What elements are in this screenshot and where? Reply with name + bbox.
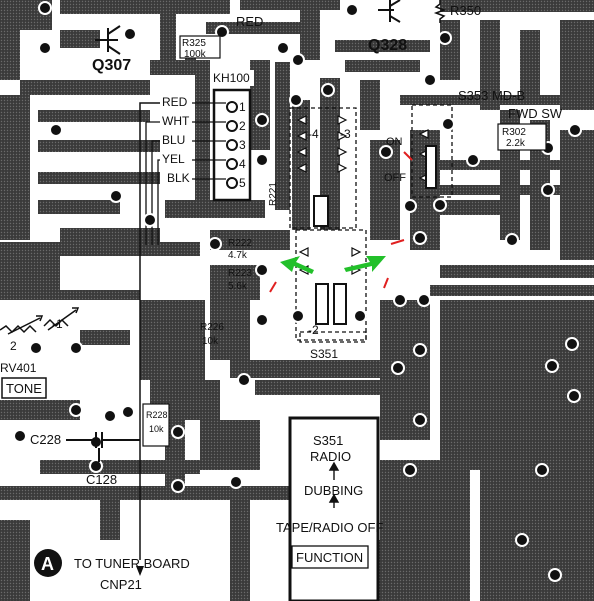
label-s351-box: S351 [313,433,343,448]
label-r223: R223 [228,268,252,279]
label-circle-a: A [41,554,54,574]
label-pin-5: 5 [239,176,246,190]
label-r222-val: 4.7k [228,250,248,261]
switch-sliders [313,145,437,325]
label-radio: RADIO [310,449,351,464]
label-wire-red: RED [162,95,188,109]
label-s353: S353 MD-B [458,88,525,103]
function-label-box [291,545,369,569]
label-rv-num: 2 [10,339,17,353]
label-r325: R325 [182,38,206,49]
label-s351-bottom: S351 [310,347,338,361]
r350-resistor [433,0,447,23]
label-r302-val: 2.2k [506,138,526,149]
label-wire-blk: BLK [167,171,190,185]
function-box-void [290,418,378,601]
label-r228: R228 [146,410,168,420]
label-r325-val: 100k [184,49,207,60]
label-pin-1: 1 [239,100,246,114]
label-to-tuner: TO TUNER BOARD [74,556,190,571]
label-kh100: KH100 [213,71,250,85]
resistor-boxes [142,35,547,447]
label-pin-3: 3 [239,138,246,152]
label-off: OFF [384,172,406,184]
label-sec2: -2 [308,323,319,337]
kh100-label-bg [212,70,254,86]
dashed-outlines [289,104,453,343]
q328-transistor [378,0,401,23]
label-wire-blu: BLU [162,133,185,147]
label-sec3: -3 [340,127,351,141]
label-pin-2: 2 [239,119,246,133]
label-q328: Q328 [368,37,407,54]
label-cnp21: CNP21 [100,577,142,592]
label-fwd-sw: FWD SW [508,106,563,121]
kh100-pin-holes [226,101,238,189]
label-r222: R222 [228,238,252,249]
label-r223-val: 5.6k [228,281,248,292]
label-rv401: RV401 [0,361,37,375]
label-pin-4: 4 [239,157,246,171]
label-tape-radio-off: TAPE/RADIO OFF [276,520,383,535]
label-function: FUNCTION [296,550,363,565]
function-box-outline [288,416,380,601]
capacitor-c228-c128 [66,432,140,462]
label-c128: C128 [86,472,117,487]
label-q307: Q307 [92,57,131,74]
label-wire-yel: YEL [162,152,185,166]
connector-a-icon [34,549,62,577]
label-r226: R226 [200,322,224,333]
label-r302: R302 [502,127,526,138]
label-sec4: -4 [308,127,319,141]
label-red-top: RED [236,14,263,29]
label-tone: TONE [6,381,42,396]
label-dubbing: DUBBING [304,483,363,498]
label-on: ON [386,136,403,148]
function-arrows [328,461,340,508]
label-sec1: -1 [52,317,63,331]
red-marks [269,151,413,293]
label-r228-val: 10k [149,424,164,434]
wire-leader-lines [139,102,226,560]
labels: Q307 Q328 RED R350 R325 100k KH100 RED W… [0,3,563,592]
label-r350: R350 [450,3,481,18]
tone-label-box [1,377,47,399]
label-wire-wht: WHT [162,114,190,128]
label-r221: R221 [268,182,279,206]
label-c228: C228 [30,432,61,447]
rv401-potentiometer [0,307,80,335]
tuner-arrow-head [136,566,144,576]
green-arrows [280,256,386,274]
label-r226-val: 10k [202,336,219,347]
q307-transistor [95,25,121,55]
